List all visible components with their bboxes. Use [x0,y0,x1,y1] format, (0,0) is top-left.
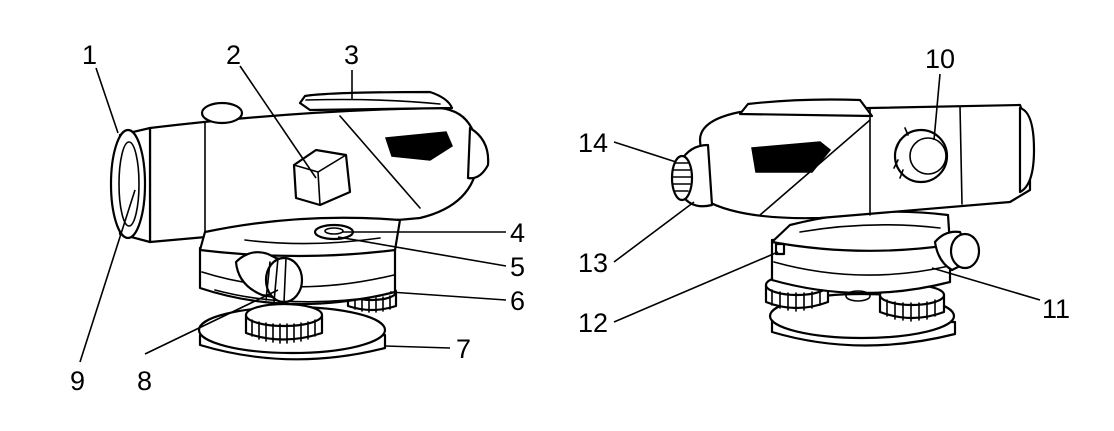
leader-9 [79,189,136,363]
circle-index [774,242,786,256]
left-view-instrument [109,90,490,361]
leader-10 [933,73,941,141]
leader-13 [613,201,695,263]
callout-3: 3 [344,40,359,70]
leader-11 [931,267,1041,301]
leader-5 [337,236,507,267]
callout-5: 5 [510,252,525,282]
rear-knob [200,101,244,125]
side-window [384,131,453,161]
leader-8 [144,289,279,355]
leader-7 [384,345,451,349]
leader-6 [389,291,507,301]
eyepiece [670,143,714,208]
leader-1 [95,67,119,134]
callout-1: 1 [82,40,97,70]
callout-12: 12 [578,308,608,338]
horizontal-circle [770,238,952,302]
objective-lens [109,126,152,244]
objective-rim [1018,106,1036,194]
callout-14: 14 [578,128,608,158]
callout-9: 9 [70,366,85,396]
side-window [751,141,832,173]
callout-4: 4 [510,218,525,248]
callout-labels: 1 2 3 4 5 6 7 8 9 10 11 12 13 14 [70,40,1070,396]
callout-6: 6 [510,286,525,316]
callout-10: 10 [925,44,955,74]
callout-7: 7 [456,334,471,364]
leader-14 [613,141,677,163]
leader-2 [239,65,317,179]
callout-11: 11 [1042,294,1070,324]
leveling-screw-front [244,302,324,344]
callout-13: 13 [578,248,608,278]
focusing-knob [893,127,949,184]
right-view-instrument [670,98,1036,347]
eyepiece-rear [466,126,490,180]
callout-8: 8 [137,366,152,396]
horizontal-motion-screw [933,230,981,272]
sight-prism [292,148,352,207]
leader-12 [613,251,779,323]
callout-2: 2 [226,40,241,70]
leader-lines [79,65,1041,363]
telescope-body [698,98,1032,220]
